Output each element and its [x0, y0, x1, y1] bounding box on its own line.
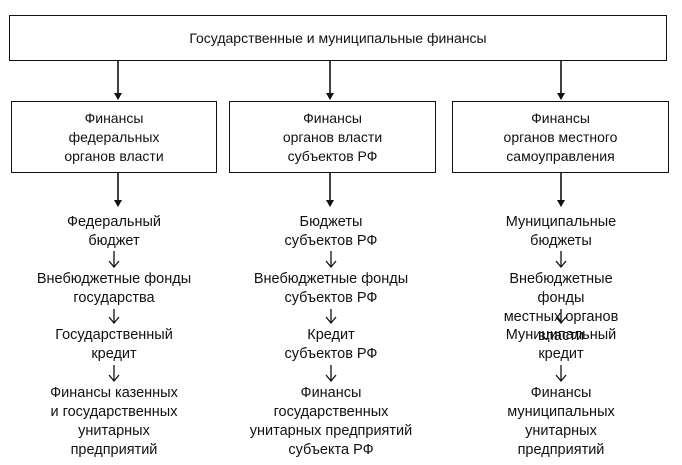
- top-box-label: Государственные и муниципальные финансы: [189, 29, 487, 46]
- federal-item-credit: Государственный кредит: [55, 327, 173, 362]
- regional-item-funds: Внебюджетные фонды субъектов РФ: [253, 271, 409, 306]
- column-header-regional: Финансы органов власти субъектов РФ: [229, 101, 436, 173]
- federal-item-funds: Внебюджетные фонды государства: [36, 271, 192, 306]
- column-header-regional-label: Финансы органов власти субъектов РФ: [282, 109, 383, 164]
- column-header-local-label: Финансы органов местного самоуправления: [503, 109, 618, 164]
- col3-small-arrows: [555, 251, 567, 383]
- column-header-federal-label: Финансы федеральных органов власти: [64, 109, 164, 164]
- regional-item-credit: Кредит субъектов РФ: [284, 327, 378, 362]
- federal-item-enterprises: Финансы казенных и государственных унита…: [50, 385, 178, 458]
- col1-small-arrows: [108, 251, 120, 383]
- regional-item-enterprises: Финансы государственных унитарных предпр…: [249, 385, 413, 458]
- column-header-local: Финансы органов местного самоуправления: [452, 101, 669, 173]
- regional-item-budget: Бюджеты субъектов РФ: [284, 214, 378, 249]
- top-box: Государственные и муниципальные финансы: [9, 15, 667, 61]
- col2-small-arrows: [325, 251, 337, 383]
- local-item-enterprises: Финансы муниципальных унитарных предприя…: [507, 385, 615, 458]
- local-item-budget: Муниципальные бюджеты: [505, 214, 617, 249]
- column-header-federal: Финансы федеральных органов власти: [11, 101, 217, 173]
- local-item-credit: Муниципальный кредит: [505, 327, 617, 362]
- federal-item-budget: Федеральный бюджет: [67, 214, 161, 249]
- local-item-funds: Внебюджетные фонды местных органов власт…: [503, 271, 619, 344]
